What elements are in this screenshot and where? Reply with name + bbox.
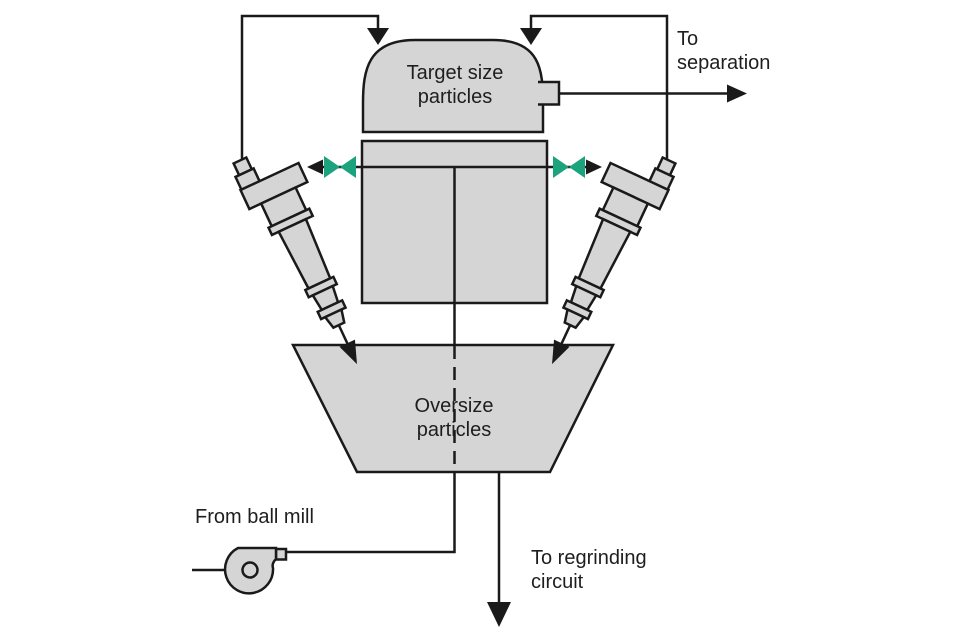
- pump-hub-icon: [241, 561, 259, 579]
- label-target-size-line2: particles: [418, 86, 492, 108]
- separation-arrowhead-icon: [727, 84, 747, 103]
- pump-outlet-tab: [274, 547, 288, 561]
- label-oversize-line2: particles: [417, 419, 491, 441]
- label-to-separation-line1: To: [677, 28, 698, 50]
- label-target-size-line1: Target size: [407, 62, 504, 84]
- vessel-outlet-notch: [538, 80, 561, 106]
- regrinding-arrowhead-icon: [487, 602, 511, 627]
- label-to-regrinding-line2: circuit: [531, 571, 584, 593]
- oversize-hopper: [290, 343, 616, 474]
- label-to-separation-line2: separation: [677, 52, 770, 74]
- label-to-regrinding-line1: To regrinding: [531, 547, 647, 569]
- label-oversize-line1: Oversize: [415, 395, 494, 417]
- pump-discharge-line: [285, 472, 456, 554]
- label-from-ball-mill: From ball mill: [195, 506, 314, 528]
